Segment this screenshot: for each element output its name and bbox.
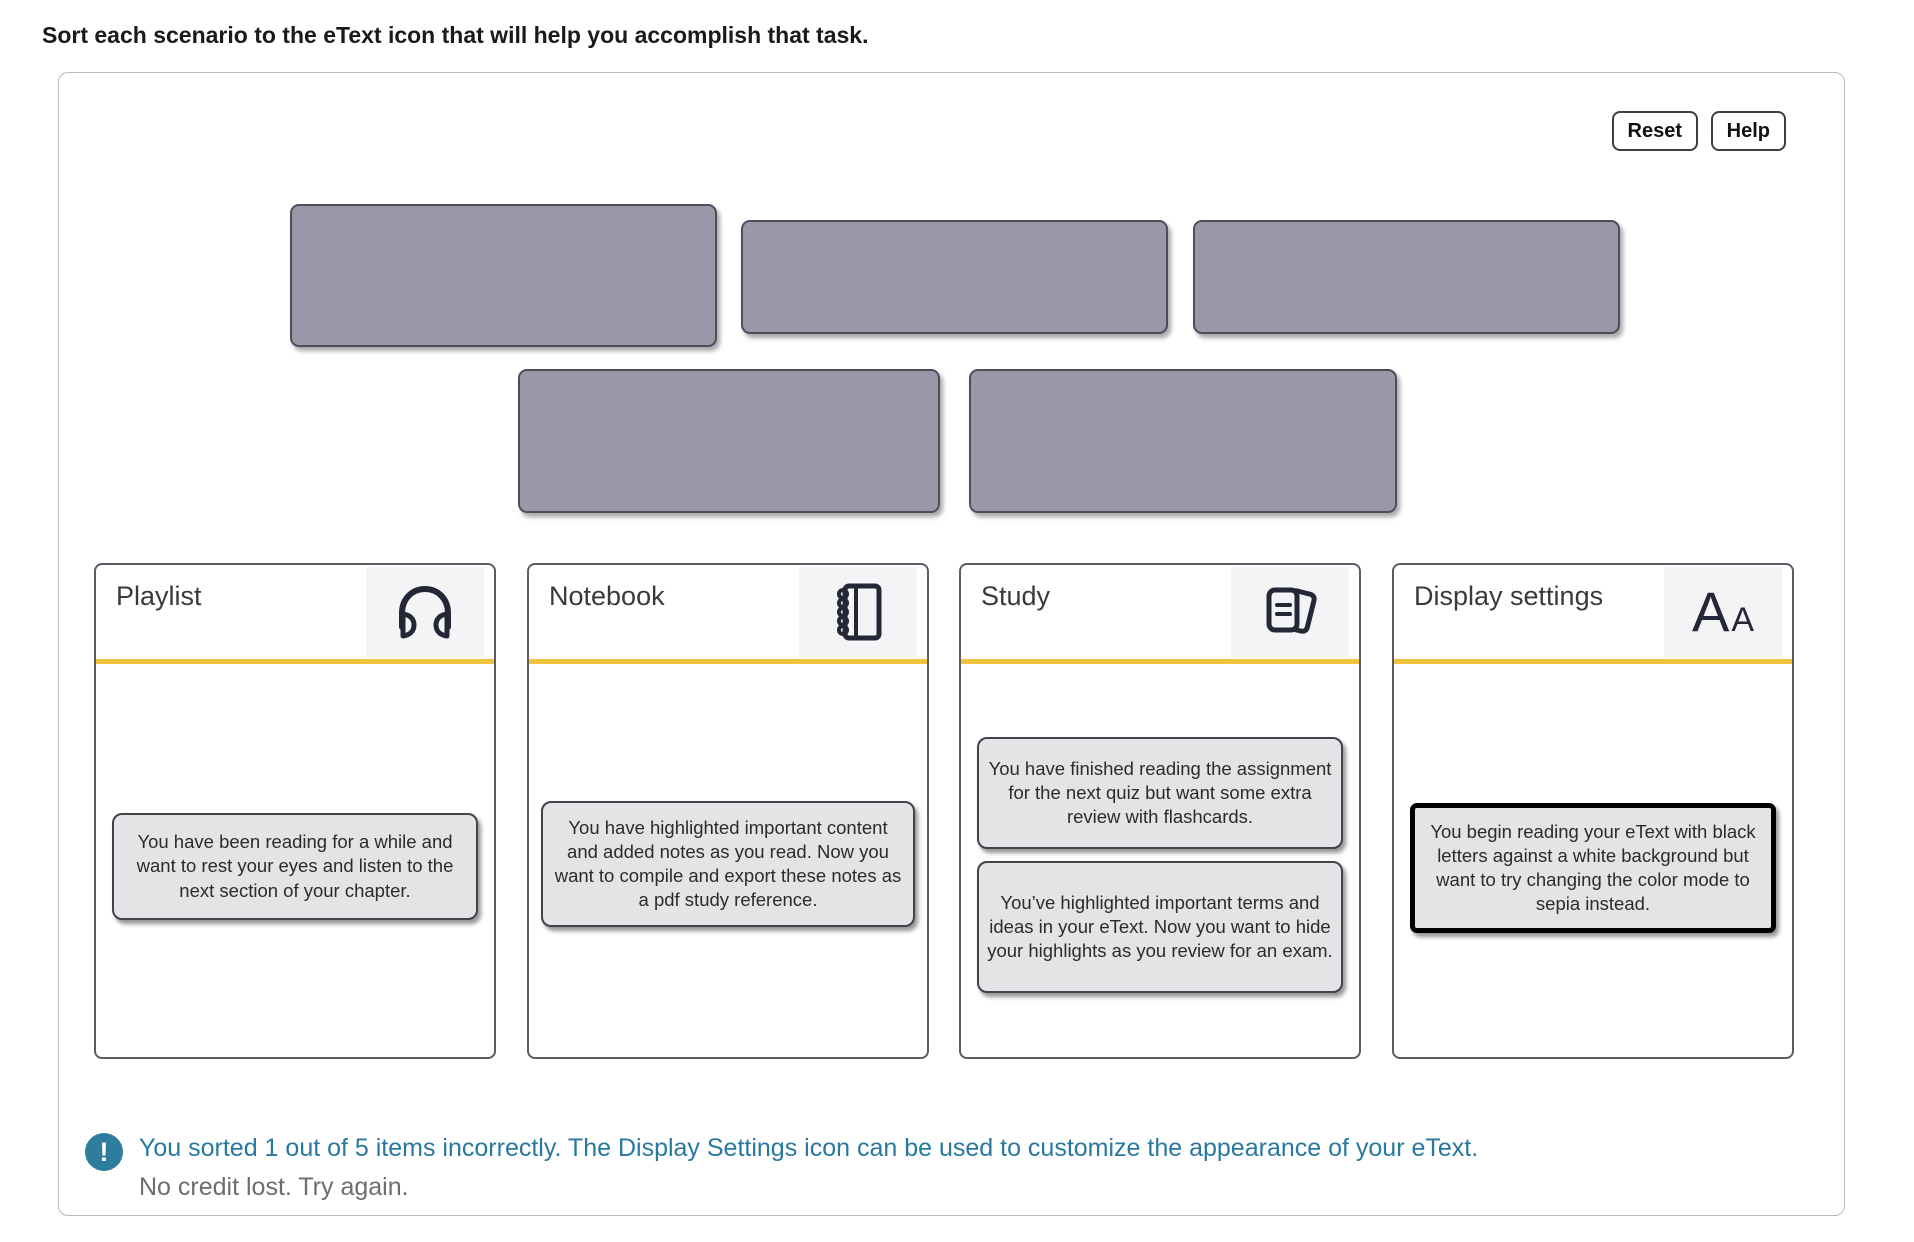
scenario-card[interactable]: You have highlighted important content a… [541,801,915,927]
activity-panel: Reset Help Playlist You have been readin… [58,72,1845,1216]
drop-slot-5[interactable] [969,369,1397,513]
scenario-card[interactable]: You have finished reading the assignment… [977,737,1343,849]
scenario-card[interactable]: You’ve highlighted important terms and i… [977,861,1343,993]
category-title: Study [981,581,1051,611]
reset-button[interactable]: Reset [1611,111,1698,151]
card-divider [96,659,494,664]
drop-slot-1[interactable] [290,204,717,347]
headphones-icon [366,567,484,657]
scenario-card[interactable]: You have been reading for a while and wa… [112,813,478,920]
category-title: Notebook [549,581,665,611]
category-card-notebook[interactable]: Notebook You have highlighted important … [527,563,929,1059]
flashcards-icon [1231,567,1349,657]
help-button[interactable]: Help [1710,111,1786,151]
drop-slot-3[interactable] [1193,220,1620,334]
category-card-playlist[interactable]: Playlist You have been reading for a whi… [94,563,496,1059]
card-divider [529,659,927,664]
card-divider [1394,659,1792,664]
feedback-text: You sorted 1 out of 5 items incorrectly.… [139,1134,1479,1162]
category-title: Playlist [116,581,202,611]
feedback-subtext: No credit lost. Try again. [139,1173,409,1201]
notebook-icon [799,567,917,657]
alert-icon: ! [85,1133,123,1171]
card-divider [961,659,1359,664]
drop-slot-4[interactable] [518,369,940,513]
category-card-study[interactable]: Study You have finished reading the assi… [959,563,1361,1059]
page-title: Sort each scenario to the eText icon tha… [42,22,869,48]
feedback-message: ! You sorted 1 out of 5 items incorrectl… [85,1131,1478,1205]
drop-slot-2[interactable] [741,220,1168,334]
category-title: Display settings [1414,581,1604,611]
scenario-card-incorrect[interactable]: You begin reading your eText with black … [1410,803,1776,934]
